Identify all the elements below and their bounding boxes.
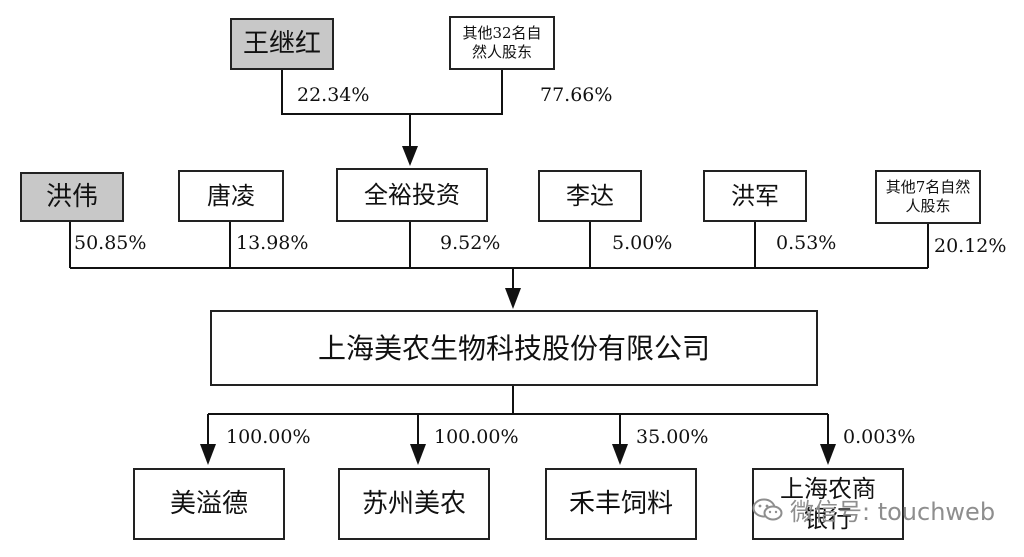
pct-sub-2: 100.00% <box>434 426 519 448</box>
label-meiyide: 美溢德 <box>169 488 248 519</box>
box-wang-jihong: 王继红 <box>230 18 334 70</box>
box-hefeng-feed: 禾丰饲料 <box>545 468 697 540</box>
label-shanghai-rural-bank: 上海农商银行 <box>780 475 876 533</box>
box-meiyide: 美溢德 <box>133 468 285 540</box>
arrowhead-sub-4 <box>820 444 836 465</box>
label-quanyu-investment: 全裕投资 <box>364 181 460 209</box>
pct-li-da: 5.00% <box>612 232 673 254</box>
pct-others-7: 20.12% <box>934 235 1007 257</box>
label-company: 上海美农生物科技股份有限公司 <box>317 331 710 365</box>
arrowhead-quanyu <box>402 146 418 166</box>
label-hong-jun: 洪军 <box>731 182 779 210</box>
pct-sub-3: 35.00% <box>636 426 709 448</box>
arrowhead-sub-2 <box>410 444 426 465</box>
arrowhead-sub-1 <box>200 444 216 465</box>
label-others-32: 其他32名自然人股东 <box>462 24 542 61</box>
wechat-icon <box>752 498 783 520</box>
pct-quanyu-investment: 9.52% <box>440 232 501 254</box>
box-company: 上海美农生物科技股份有限公司 <box>210 310 818 386</box>
box-li-da: 李达 <box>538 170 642 222</box>
box-tang-ling: 唐凌 <box>178 170 284 222</box>
pct-sub-1: 100.00% <box>226 426 311 448</box>
box-others-7: 其他7名自然人股东 <box>875 170 981 224</box>
label-tang-ling: 唐凌 <box>207 182 255 210</box>
box-others-32: 其他32名自然人股东 <box>449 16 555 70</box>
connector-wang-to-quanyu <box>281 70 503 115</box>
label-others-7: 其他7名自然人股东 <box>885 178 971 215</box>
box-shanghai-rural-bank: 上海农商银行 <box>752 468 904 540</box>
box-hong-wei: 洪伟 <box>20 172 124 222</box>
pct-hong-wei: 50.85% <box>74 232 147 254</box>
arrowhead-company <box>505 288 521 309</box>
box-hong-jun: 洪军 <box>703 170 807 222</box>
watermark-text: 微信号: touchweb <box>790 498 996 526</box>
label-hefeng-feed: 禾丰饲料 <box>568 488 673 519</box>
pct-tang-ling: 13.98% <box>236 232 309 254</box>
label-wang-jihong: 王继红 <box>242 28 321 59</box>
pct-others-32: 77.66% <box>540 84 613 106</box>
arrowhead-sub-3 <box>612 444 628 465</box>
pct-sub-4: 0.003% <box>843 426 916 448</box>
box-quanyu-investment: 全裕投资 <box>336 168 488 222</box>
label-li-da: 李达 <box>566 182 614 210</box>
pct-wang-jihong: 22.34% <box>297 84 370 106</box>
pct-hong-jun: 0.53% <box>776 232 837 254</box>
box-suzhou-meinong: 苏州美农 <box>338 468 490 540</box>
label-suzhou-meinong: 苏州美农 <box>361 488 466 519</box>
label-hong-wei: 洪伟 <box>45 181 98 212</box>
watermark: 微信号: touchweb <box>752 492 995 527</box>
